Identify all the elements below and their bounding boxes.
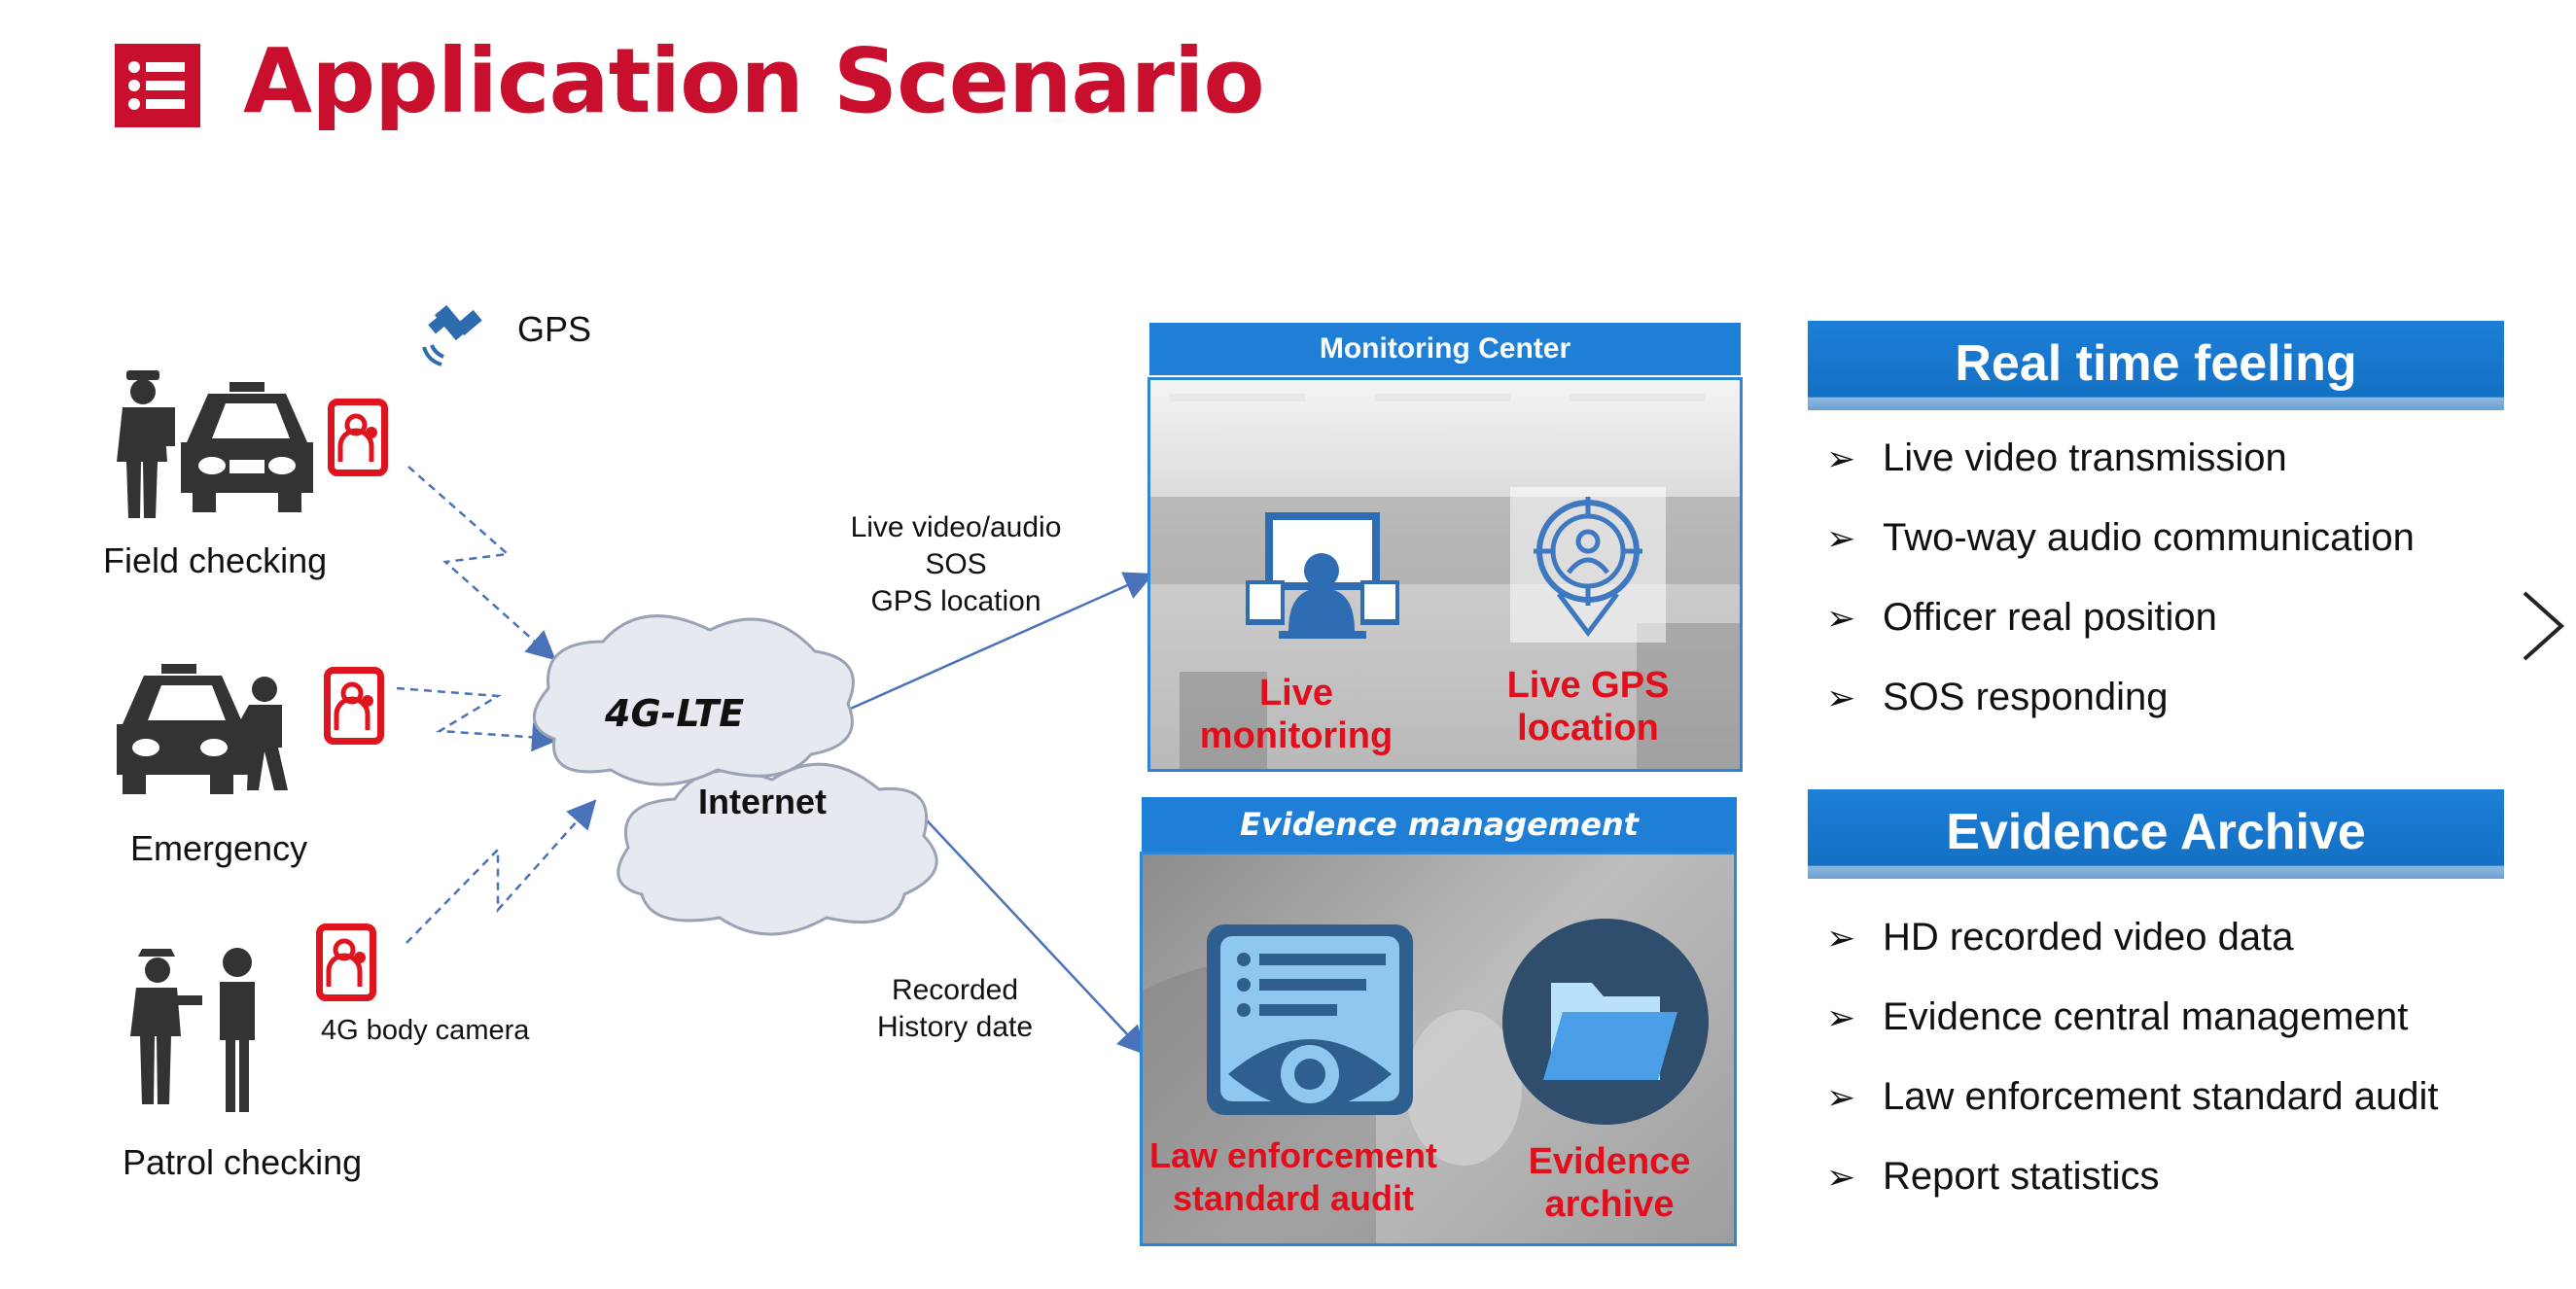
arrow-bullet-icon: ➢ [1826,918,1856,958]
list-item: ➢Law enforcement standard audit [1826,1069,2438,1149]
evidence-management-header: Evidence management [1142,797,1737,852]
list-item: ➢HD recorded video data [1826,910,2438,990]
internet-cloud-label: Internet [698,782,828,821]
gps-target-icon [1510,487,1666,647]
realtime-box-header: Real time feeling [1808,321,2504,410]
arrow-bullet-icon: ➢ [1826,1077,1856,1117]
monitoring-center-header: Monitoring Center [1149,323,1741,375]
arrow-bullet-icon: ➢ [1826,598,1856,638]
arrow-bullet-icon: ➢ [1826,438,1856,478]
arrow-bullet-icon: ➢ [1826,1157,1856,1197]
body-camera-icon [328,399,388,476]
list-icon [115,44,200,127]
list-item: ➢Two-way audio communication [1826,510,2415,590]
operator-monitor-icon [1244,512,1399,663]
live-flow-label: Live video/audio SOS GPS location [850,511,1062,617]
lte-cloud-label: 4G-LTE [605,692,745,735]
recorded-flow-label: Recorded History date [876,974,1034,1043]
field-checking-label: Field checking [103,540,328,580]
body-camera-icon [324,667,384,745]
realtime-list: ➢Live video transmission ➢Two-way audio … [1826,431,2415,749]
arrow-bullet-icon: ➢ [1826,518,1856,558]
page-title: Application Scenario [243,29,1265,133]
officer-citizen-icon [124,941,280,1121]
list-item: ➢Evidence central management [1826,990,2438,1069]
audit-eye-icon [1203,921,1417,1130]
list-item: ➢SOS responding [1826,670,2415,749]
list-item: ➢Report statistics [1826,1149,2438,1229]
emergency-label: Emergency [130,828,308,868]
chevron-right-icon[interactable] [2519,589,2567,668]
list-item: ➢Officer real position [1826,590,2415,670]
archive-box-header: Evidence Archive [1808,789,2504,879]
list-item: ➢Live video transmission [1826,431,2415,510]
arrow-bullet-icon: ➢ [1826,997,1856,1037]
archive-list: ➢HD recorded video data ➢Evidence centra… [1826,910,2438,1229]
patrol-checking-label: Patrol checking [123,1142,363,1182]
satellite-icon [416,296,494,379]
officer-car-icon [115,365,319,525]
car-officer-icon [113,646,307,807]
gps-label: GPS [517,309,592,349]
body-camera-label: 4G body camera [321,1015,530,1046]
body-camera-icon [316,923,376,1001]
folder-icon [1499,915,1712,1133]
arrow-bullet-icon: ➢ [1826,678,1856,717]
